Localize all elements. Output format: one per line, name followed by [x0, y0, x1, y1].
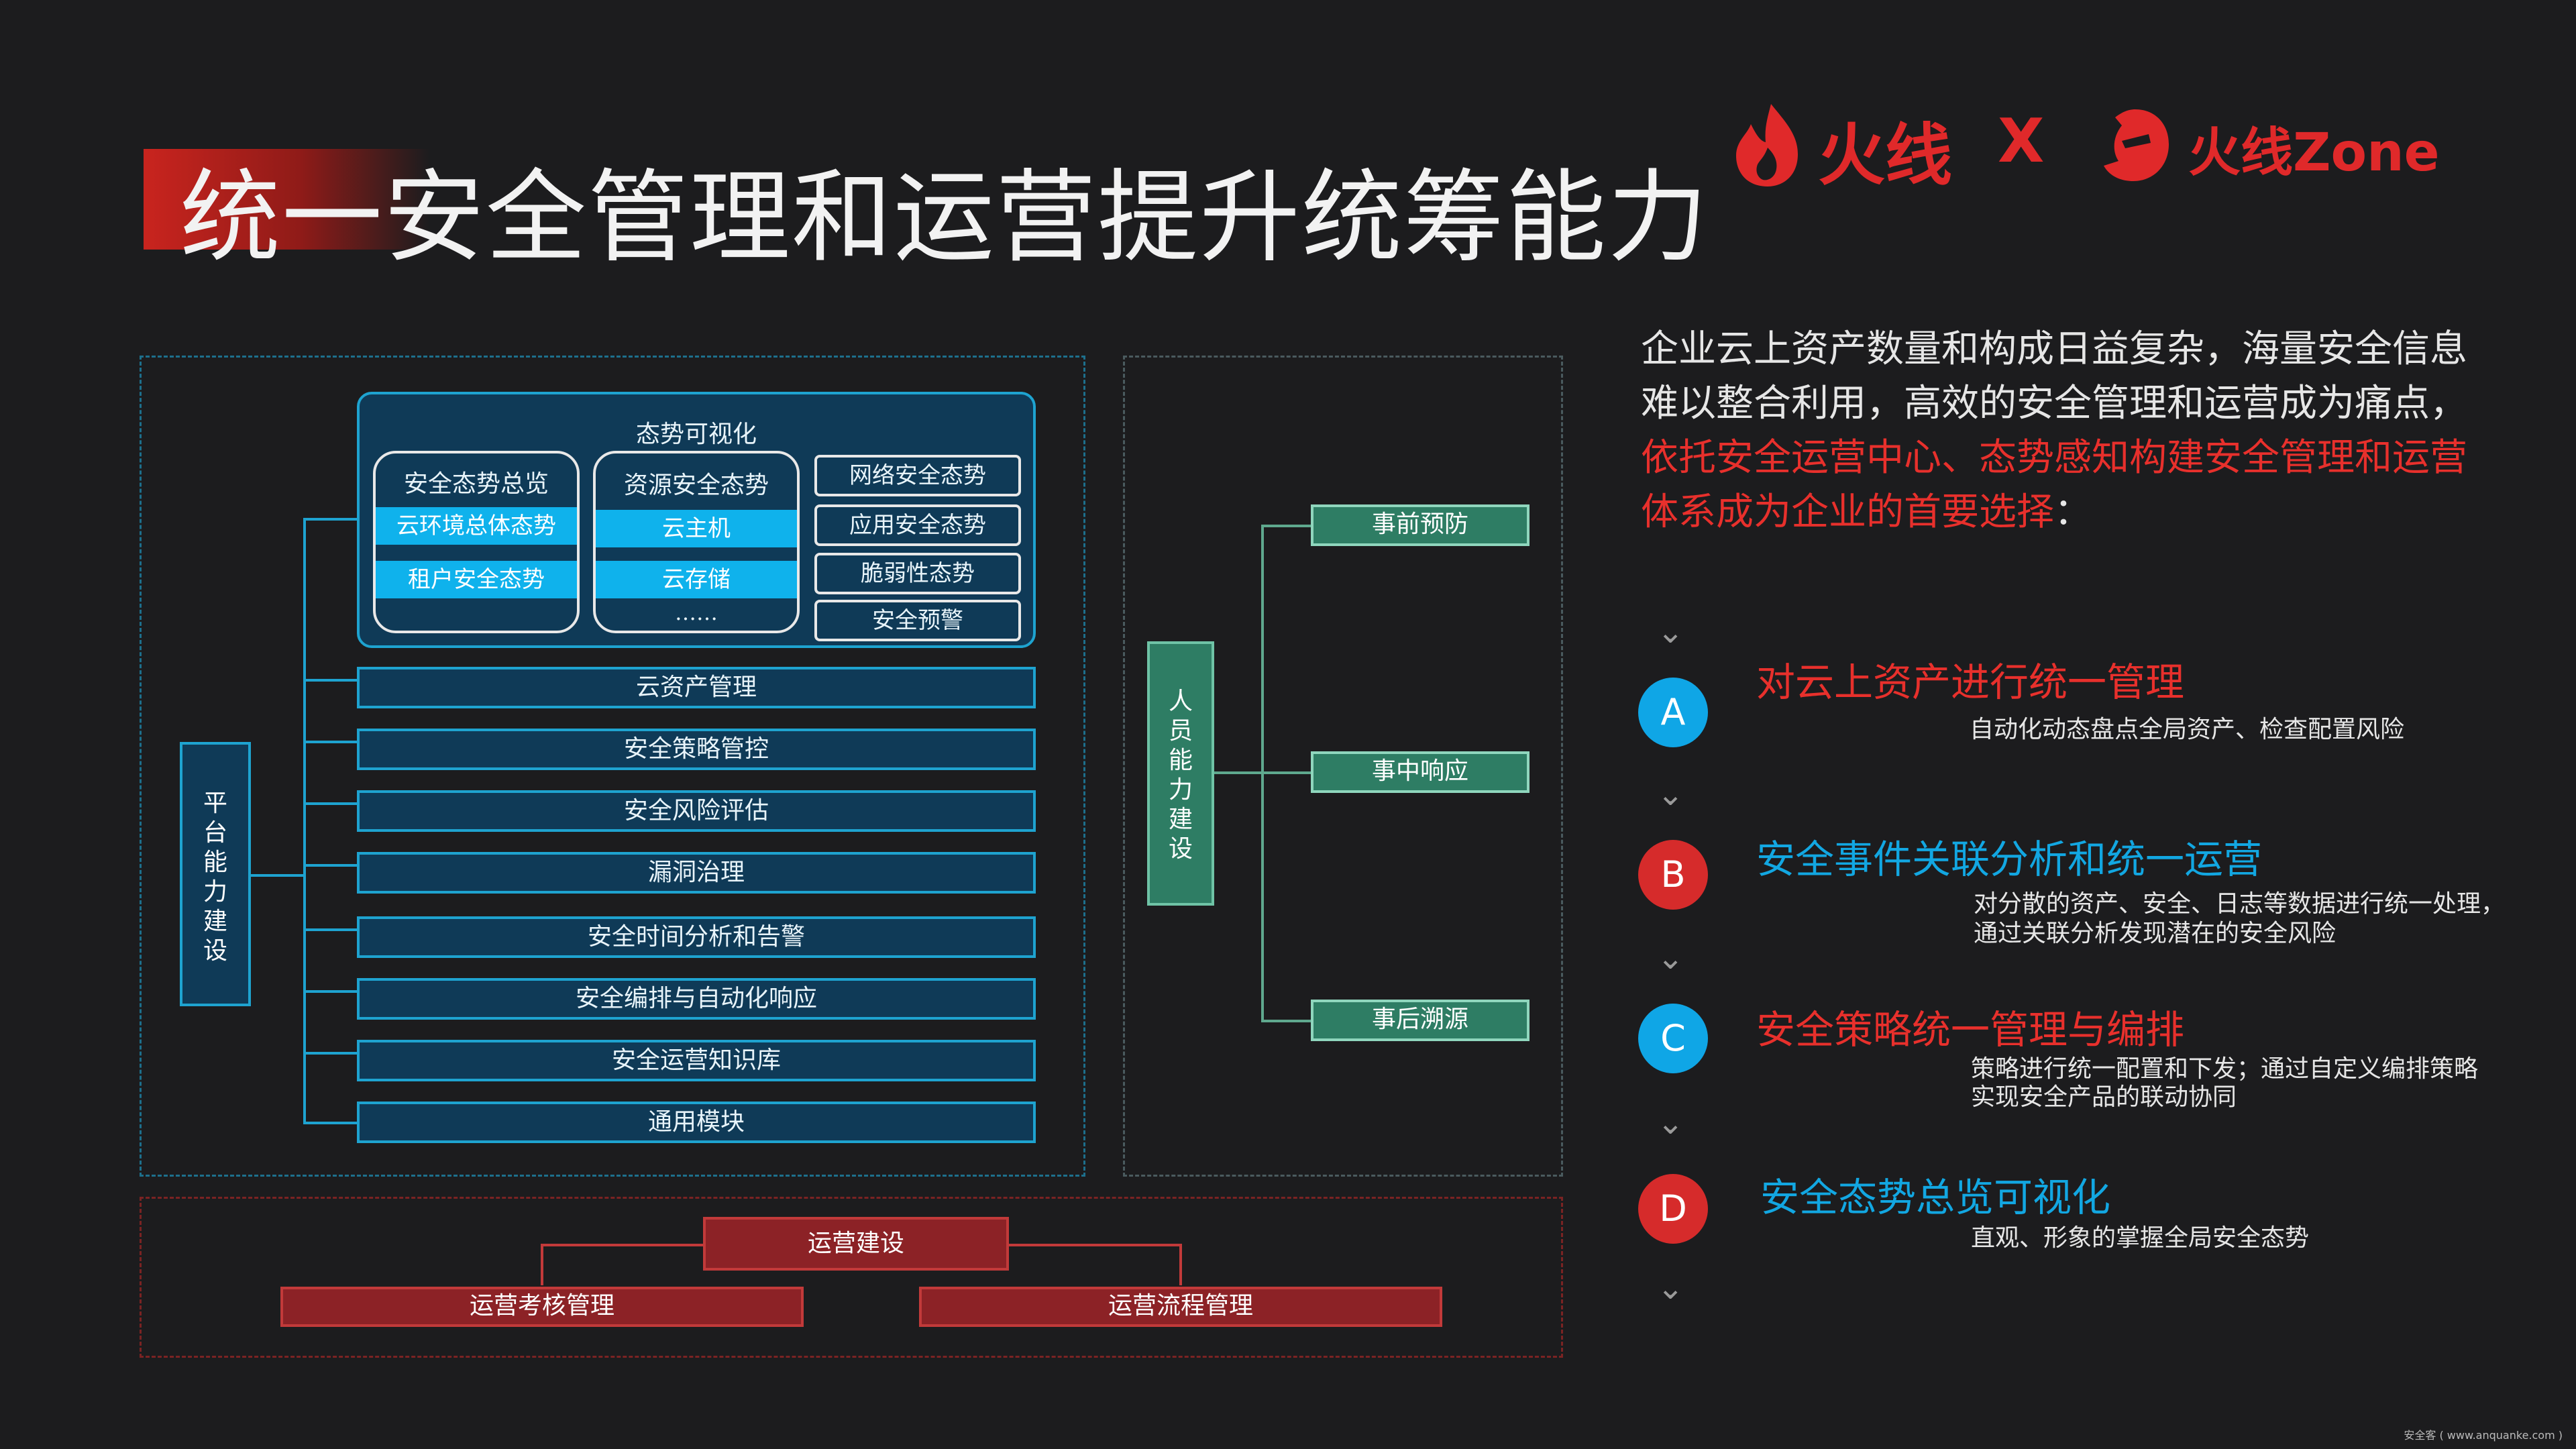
- connector-branch: [303, 518, 358, 521]
- personnel-label-char: 员: [1168, 717, 1193, 745]
- module-risk-assessment: 安全风险评估: [357, 790, 1036, 832]
- platform-capability-label: 平 台 能 力 建 设: [180, 742, 251, 1006]
- item-d-title: 安全态势总览可视化: [1760, 1175, 2111, 1220]
- chevron-down-icon: ⌄: [1657, 775, 1684, 813]
- item-a-badge: A: [1638, 678, 1708, 747]
- connector-branch: [1261, 771, 1312, 774]
- item-c-desc-line2: 实现安全产品的联动协同: [1971, 1083, 2237, 1111]
- vulnerability-situation: 脆弱性态势: [814, 553, 1021, 594]
- personnel-label-char: 建: [1168, 806, 1193, 833]
- platform-label-char: 平: [203, 790, 227, 817]
- personnel-label-char: 力: [1168, 776, 1193, 804]
- fire-logo-icon: [1736, 104, 1798, 186]
- connector-branch: [1261, 1020, 1312, 1022]
- chevron-down-icon: ⌄: [1657, 1104, 1684, 1142]
- item-c-badge: C: [1638, 1004, 1708, 1073]
- logo-huoxian-zone: 火线Zone: [2188, 123, 2440, 183]
- item-d-desc: 直观、形象的掌握全局安全态势: [1971, 1224, 2310, 1252]
- item-b-desc-line2: 通过关联分析发现潜在的安全风险: [1974, 920, 2337, 947]
- personnel-label-char: 设: [1168, 835, 1193, 863]
- intro-highlight: 依托安全运营中心、态势感知构建安全管理和运营体系成为企业的首要选择: [1641, 436, 2467, 534]
- overview-item: 租户安全态势: [376, 561, 577, 598]
- connector-line: [542, 1244, 703, 1246]
- resource-more: ……: [675, 600, 718, 625]
- item-a-desc: 自动化动态盘点全局资产、检查配置风险: [1970, 716, 2405, 743]
- item-c-title: 安全策略统一管理与编排: [1756, 1007, 2185, 1053]
- page-title: 统一安全管理和运营提升统筹能力: [180, 160, 1710, 276]
- module-orchestration: 安全编排与自动化响应: [357, 978, 1036, 1020]
- visualization-title: 态势可视化: [635, 421, 757, 448]
- module-vulnerability: 漏洞治理: [357, 852, 1036, 894]
- platform-label-char: 力: [203, 878, 227, 906]
- platform-label-char: 能: [203, 849, 227, 876]
- resource-head: 资源安全态势: [623, 472, 769, 499]
- personnel-label-char: 人: [1168, 688, 1193, 715]
- logo-huoxian: 火线: [1818, 116, 1952, 195]
- connector-line: [541, 1244, 543, 1285]
- connector-line: [1008, 1244, 1182, 1246]
- connector-branch: [303, 928, 358, 931]
- chevron-down-icon: ⌄: [1657, 613, 1684, 651]
- item-b-desc-line1: 对分散的资产、安全、日志等数据进行统一处理，: [1974, 890, 2506, 918]
- platform-label-char: 设: [203, 937, 227, 965]
- operation-process: 运营流程管理: [919, 1287, 1442, 1327]
- overview-item: 云环境总体态势: [376, 507, 577, 545]
- source-credit: 安全客 ( www.anquanke.com ): [2404, 1429, 2563, 1442]
- module-policy-control: 安全策略管控: [357, 729, 1036, 770]
- module-event-analysis: 安全时间分析和告警: [357, 916, 1036, 958]
- connector-line: [251, 874, 305, 877]
- operation-assessment: 运营考核管理: [280, 1287, 804, 1327]
- item-d-badge: D: [1638, 1174, 1708, 1244]
- security-warning: 安全预警: [814, 600, 1021, 641]
- pre-prevention: 事前预防: [1311, 504, 1529, 546]
- personnel-label-char: 能: [1168, 747, 1193, 774]
- connector-branch: [303, 1052, 358, 1055]
- network-situation: 网络安全态势: [814, 455, 1021, 496]
- connector-branch: [303, 802, 358, 805]
- operation-root: 运营建设: [703, 1217, 1009, 1271]
- overview-head: 安全态势总览: [403, 470, 549, 498]
- connector-branch: [303, 864, 358, 867]
- module-knowledge-base: 安全运营知识库: [357, 1040, 1036, 1081]
- personnel-panel: [1123, 356, 1563, 1177]
- intro-paragraph: 企业云上资产数量和构成日益复杂，海量安全信息难以整合利用，高效的安全管理和运营成…: [1641, 322, 2486, 539]
- module-cloud-asset: 云资产管理: [357, 667, 1036, 708]
- platform-panel: [140, 356, 1085, 1177]
- app-situation: 应用安全态势: [814, 504, 1021, 546]
- post-tracing: 事后溯源: [1311, 1000, 1529, 1041]
- platform-label-char: 建: [203, 908, 227, 935]
- chevron-down-icon: ⌄: [1657, 1269, 1684, 1307]
- connector-branch: [303, 679, 358, 682]
- platform-label-char: 台: [203, 819, 227, 847]
- resource-item: 云主机: [596, 510, 797, 547]
- item-a-title: 对云上资产进行统一管理: [1756, 659, 2185, 705]
- item-b-title: 安全事件关联分析和统一运营: [1756, 837, 2263, 882]
- connector-trunk: [303, 518, 306, 1124]
- connector-line: [1214, 771, 1264, 774]
- title-accent-bar: [144, 149, 429, 250]
- connector-line: [1179, 1244, 1182, 1285]
- connector-branch: [303, 990, 358, 993]
- chevron-down-icon: ⌄: [1657, 939, 1684, 977]
- item-b-badge: B: [1638, 840, 1708, 910]
- zone-logo-icon: [2104, 109, 2169, 181]
- operation-panel: [140, 1197, 1563, 1358]
- connector-branch: [303, 1122, 358, 1124]
- connector-branch: [303, 741, 358, 743]
- module-general: 通用模块: [357, 1102, 1036, 1143]
- connector-branch: [1261, 525, 1312, 527]
- personnel-capability-label: 人 员 能 力 建 设: [1147, 641, 1214, 906]
- resource-item: 云存储: [596, 561, 797, 598]
- mid-response: 事中响应: [1311, 751, 1529, 793]
- logo-separator: X: [1998, 106, 2045, 176]
- item-c-desc-line1: 策略进行统一配置和下发；通过自定义编排策略: [1971, 1055, 2479, 1083]
- intro-plain: 企业云上资产数量和构成日益复杂，海量安全信息难以整合利用，高效的安全管理和运营成…: [1641, 327, 2467, 425]
- intro-end: ：: [2054, 490, 2092, 534]
